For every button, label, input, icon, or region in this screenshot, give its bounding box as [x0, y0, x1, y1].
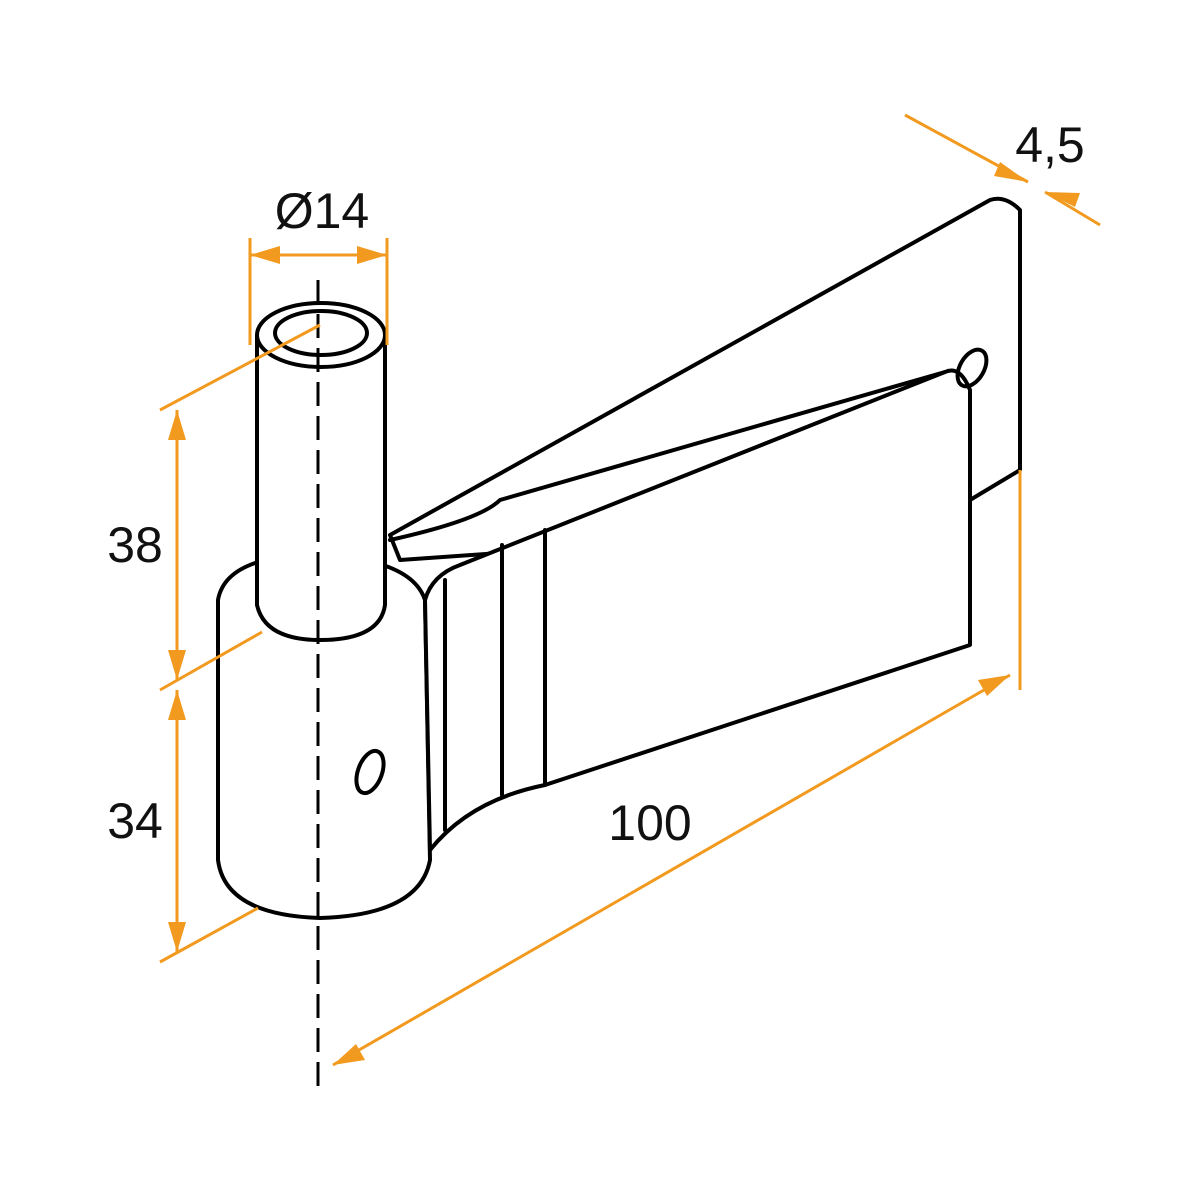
dim-thickness: 4,5	[904, 113, 1101, 227]
label-collar-height: 34	[107, 793, 163, 849]
label-length: 100	[608, 795, 691, 851]
collar-hole	[354, 748, 386, 796]
label-diameter: Ø14	[275, 183, 370, 239]
strap-hole	[955, 347, 989, 389]
dim-collar-height: 34	[107, 690, 259, 964]
dim-length: 100	[332, 470, 1022, 1067]
dim-pin-height: 38	[107, 323, 321, 692]
pin	[255, 301, 387, 642]
strap	[388, 347, 989, 852]
dim-diameter: Ø14	[248, 183, 389, 345]
label-thickness: 4,5	[1015, 117, 1085, 173]
label-pin-height: 38	[107, 517, 163, 573]
